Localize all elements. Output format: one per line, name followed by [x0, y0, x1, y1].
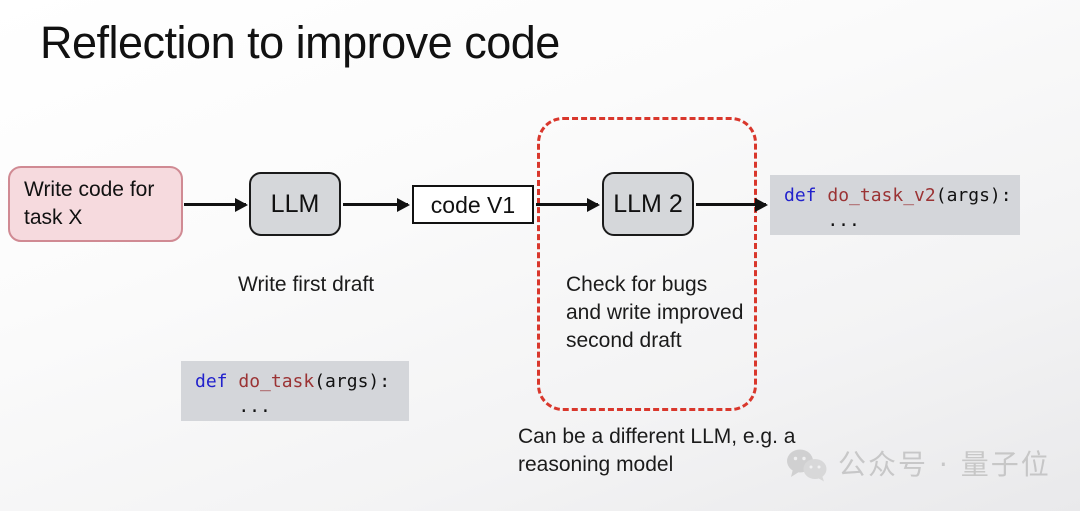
code-block-draft2: def do_task_v2(args): ... — [770, 175, 1020, 235]
caption-different-llm: Can be a different LLM, e.g. a reasoning… — [518, 425, 796, 476]
code-signature: (args): — [314, 371, 391, 392]
node-llm1-label: LLM — [270, 190, 320, 218]
code-body: ... — [784, 210, 860, 231]
node-llm2: LLM 2 — [602, 172, 694, 236]
node-code-v1-label: code V1 — [430, 191, 516, 218]
caption-check-for-bugs: Check for bugs and write improved second… — [566, 273, 744, 352]
node-llm2-label: LLM 2 — [613, 190, 683, 218]
arrow-llm2-to-code-v2 — [696, 197, 768, 212]
code-signature: (args): — [935, 185, 1012, 206]
code-block-draft1: def do_task(args): ... — [181, 361, 409, 421]
caption-write-first-draft: Write first draft — [238, 273, 375, 296]
arrow-codev1-to-llm2 — [536, 197, 600, 212]
watermark: 公众号 · 量子位 — [786, 448, 1051, 482]
code-keyword: def — [195, 371, 228, 392]
wechat-icon — [787, 449, 827, 482]
arrow-llm1-to-codev1 — [343, 197, 410, 212]
arrow-task-to-llm1 — [184, 197, 248, 212]
code-function-name: do_task — [238, 371, 315, 392]
watermark-text: 公众号 · 量子位 — [838, 448, 1051, 481]
code-body: ... — [195, 396, 271, 417]
node-llm1: LLM — [249, 172, 341, 236]
node-code-v1: code V1 — [412, 185, 534, 224]
code-function-name: do_task_v2 — [827, 185, 936, 206]
node-task-prompt-line1: Write code for — [24, 178, 155, 201]
page-title: Reflection to improve code — [40, 17, 560, 68]
reflection-region-outline — [537, 117, 757, 411]
code-keyword: def — [784, 185, 817, 206]
node-task-prompt-line2: task X — [24, 206, 83, 229]
node-task-prompt: Write code for task X — [8, 166, 183, 242]
